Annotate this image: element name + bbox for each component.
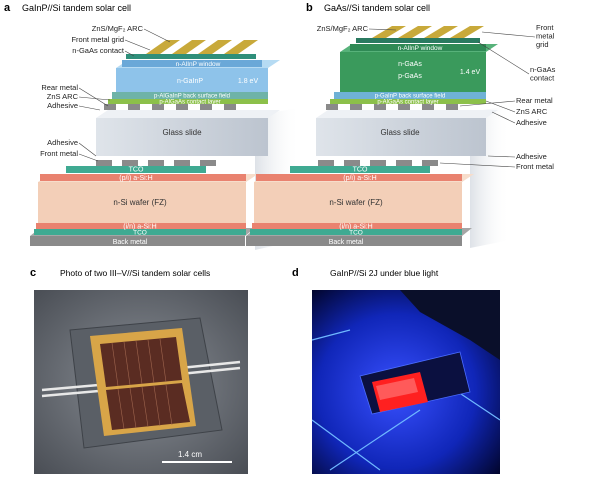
back-metal xyxy=(30,236,245,246)
panel-d: d GaInP//Si 2J under blue light xyxy=(292,267,501,474)
b-asi-top-text: (p/i) a-Si:H xyxy=(343,175,376,182)
b-label-rear-metal: Rear metal xyxy=(516,96,553,105)
bsf-layer xyxy=(112,92,268,99)
a-label-front-metal: Front metal xyxy=(40,149,78,158)
b-contact-layer xyxy=(330,99,486,104)
b-rear-metal-fingers xyxy=(326,104,458,110)
a-window-text: n-AlInP window xyxy=(176,61,221,68)
front-grid xyxy=(146,40,258,54)
a-bandgap-text: 1.8 eV xyxy=(238,78,259,85)
b-tco-bottom xyxy=(250,229,462,235)
panel-b-title: GaAs//Si tandem solar cell xyxy=(324,3,430,13)
asi-top xyxy=(40,174,246,181)
b-front-grid xyxy=(372,26,484,38)
panel-a-letter: a xyxy=(4,2,11,14)
panel-b-letter: b xyxy=(306,2,313,14)
b-back-metal-text: Back metal xyxy=(329,239,364,246)
b-back-metal xyxy=(246,236,462,246)
panel-b: b GaAs//Si tandem solar cell xyxy=(246,2,556,248)
contact-layer xyxy=(108,99,268,104)
b-asi-bottom-text: (i/n) a-Si:H xyxy=(339,224,372,231)
b-glass-text: Glass slide xyxy=(380,128,420,137)
b-absorber-n-text: n-GaAs xyxy=(398,61,422,68)
a-wafer-text: n-Si wafer (FZ) xyxy=(113,198,167,207)
tco-top xyxy=(66,166,206,173)
rear-metal-fingers xyxy=(104,104,236,110)
b-absorber-p-text: p-GaAs xyxy=(398,73,422,80)
b-tco-top-text: TCO xyxy=(353,167,368,174)
b-label-adhesive-top: Adhesive xyxy=(516,118,547,127)
a-asi-bottom-text: (i/n) a-Si:H xyxy=(123,224,156,231)
b-label-front-metal: Front metal xyxy=(516,162,554,171)
a-glass-text: Glass slide xyxy=(162,128,202,137)
b-glass-slide xyxy=(316,118,486,156)
b-tco-bottom-text: TCO xyxy=(349,230,363,237)
b-label-zns-arc: ZnS ARC xyxy=(516,107,548,116)
absorber-gainp xyxy=(116,68,268,92)
b-ngaas-contact xyxy=(356,38,480,43)
b-tco-top xyxy=(290,166,430,173)
a-absorber-text: n-GaInP xyxy=(177,78,203,85)
b-absorber-gaas xyxy=(340,52,486,92)
b-wafer-text: n-Si wafer (FZ) xyxy=(329,198,383,207)
window-layer xyxy=(122,60,262,67)
panel-c-letter: c xyxy=(30,267,36,279)
panel-d-title: GaInP//Si 2J under blue light xyxy=(330,268,439,278)
b-bsf-text: p-GaInP back surface field xyxy=(375,94,446,100)
ngaas-contact xyxy=(126,54,256,59)
b-window-text: n-AlInP window xyxy=(398,45,443,52)
a-tco-bottom-text: TCO xyxy=(133,230,147,237)
b-bsf-layer xyxy=(334,92,486,99)
glass-slide xyxy=(96,118,268,156)
a-label-front-grid: Front metal grid xyxy=(71,35,124,44)
a-label-contact: n-GaAs contact xyxy=(72,46,125,55)
a-label-arc: ZnS/MgF₂ ARC xyxy=(92,24,144,33)
panel-a-title: GaInP//Si tandem solar cell xyxy=(22,3,131,13)
b-label-arc: ZnS/MgF₂ ARC xyxy=(317,24,369,33)
b-asi-bottom xyxy=(252,223,462,229)
tco-bottom xyxy=(34,229,246,235)
a-tco-top-text: TCO xyxy=(129,167,144,174)
panel-a: a GaInP//Si tandem solar cell xyxy=(4,2,300,250)
a-contact-layer-text: p-AlGaAs contact layer xyxy=(159,100,220,106)
b-window-layer xyxy=(350,44,486,51)
bottom-front-metal xyxy=(96,160,216,166)
b-label-adhesive-bottom: Adhesive xyxy=(516,152,547,161)
asi-bottom xyxy=(36,223,246,229)
a-label-adhesive-bottom: Adhesive xyxy=(47,138,78,147)
cell-2 xyxy=(106,383,190,430)
b-si-wafer xyxy=(254,182,462,223)
glass-top xyxy=(96,110,280,118)
a-asi-top-text: (p/i) a-Si:H xyxy=(119,175,152,182)
panel-d-letter: d xyxy=(292,267,299,279)
si-wafer xyxy=(38,182,246,223)
b-bandgap-text: 1.4 eV xyxy=(460,69,481,76)
panel-c: c Photo of two III–V//Si tandem solar ce… xyxy=(30,267,248,474)
a-back-metal-text: Back metal xyxy=(113,239,148,246)
a-bsf-text: p-AlGaInP back surface field xyxy=(154,94,230,100)
scale-bar-label: 1.4 cm xyxy=(178,450,202,459)
panel-c-title: Photo of two III–V//Si tandem solar cell… xyxy=(60,268,210,278)
a-label-zns-arc: ZnS ARC xyxy=(47,92,79,101)
b-asi-top xyxy=(256,174,462,181)
b-contact-layer-text: p-AlGaAs contact layer xyxy=(377,100,438,106)
panel-a-callouts: ZnS/MgF₂ ARC Front metal grid n-GaAs con… xyxy=(40,24,171,162)
a-label-rear-metal: Rear metal xyxy=(41,83,78,92)
a-label-adhesive-top: Adhesive xyxy=(47,101,78,110)
b-bottom-front-metal xyxy=(318,160,438,166)
